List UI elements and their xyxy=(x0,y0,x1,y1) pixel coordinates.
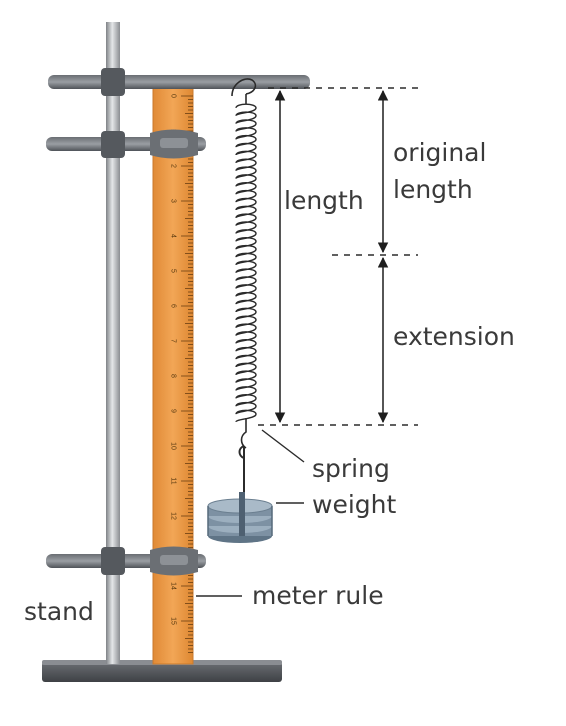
lower-ruler-clamp xyxy=(46,546,206,576)
spring xyxy=(231,78,257,449)
ruler-number: 0 xyxy=(170,94,177,98)
ruler-number: 10 xyxy=(170,442,177,450)
coil-spring-icon xyxy=(235,103,257,423)
label-spring: spring xyxy=(312,454,390,483)
ruler-number: 2 xyxy=(170,164,177,168)
weight xyxy=(207,445,273,543)
ruler-number: 15 xyxy=(170,617,177,625)
ruler-number: 9 xyxy=(170,409,177,413)
stacked-disc-weight-icon xyxy=(207,492,273,543)
ruler-number: 14 xyxy=(170,582,177,590)
leader-lines xyxy=(196,429,305,597)
upper-ruler-clamp xyxy=(46,129,206,159)
ruler-number: 7 xyxy=(170,339,177,343)
ruler-number: 12 xyxy=(170,512,177,520)
label-weight: weight xyxy=(312,490,396,519)
ruler-number: 5 xyxy=(170,269,177,273)
meter-rule: 0123456789101112131415 xyxy=(152,87,194,665)
spring-leader xyxy=(261,429,305,463)
spring-coils xyxy=(235,103,257,423)
label-stand: stand xyxy=(24,597,94,626)
stand-rod xyxy=(106,22,120,664)
label-original: original xyxy=(393,138,486,167)
label-meter-rule: meter rule xyxy=(252,581,384,610)
ruler-number: 4 xyxy=(170,234,177,238)
label-original-length: length xyxy=(393,175,473,204)
ruler-number: 6 xyxy=(170,304,177,308)
reference-lines xyxy=(258,87,418,426)
ruler-number: 3 xyxy=(170,199,177,203)
ruler-number: 11 xyxy=(170,477,177,484)
ruler-number: 8 xyxy=(170,374,177,378)
label-length: length xyxy=(284,186,364,215)
label-extension: extension xyxy=(393,322,515,351)
